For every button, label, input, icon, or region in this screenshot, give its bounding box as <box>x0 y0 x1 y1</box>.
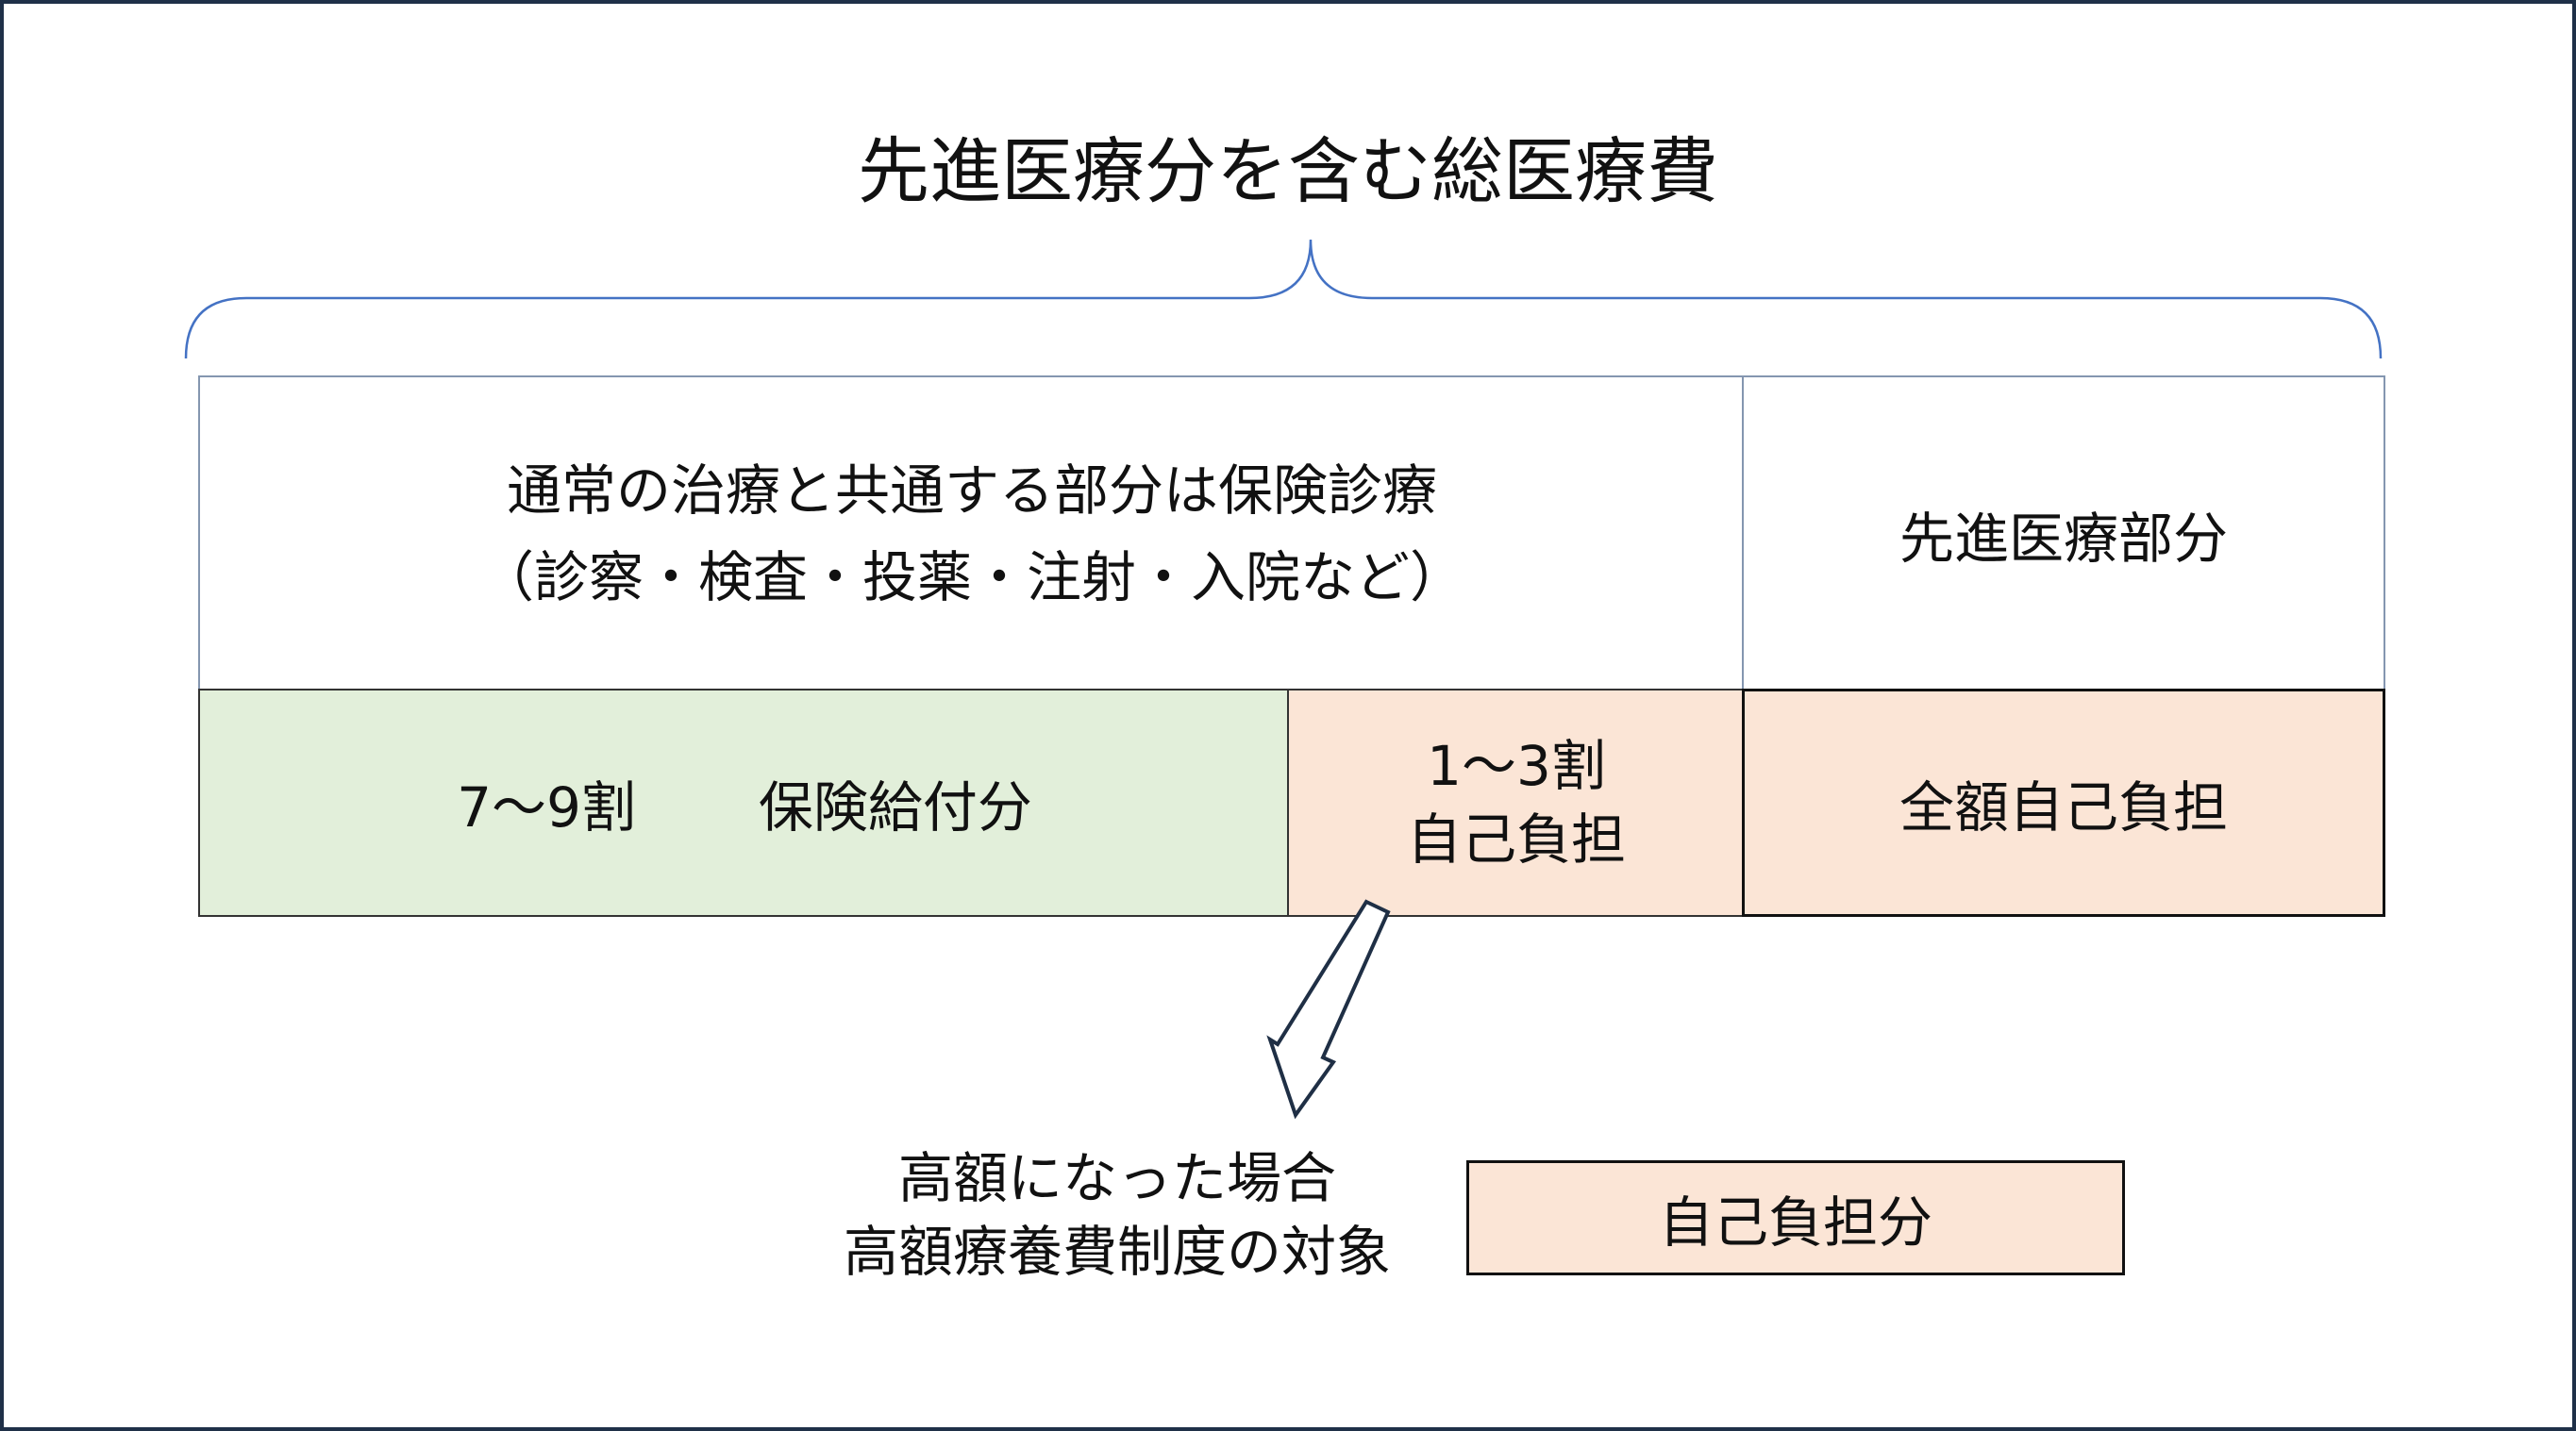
full-payment-label: 全額自己負担 <box>1899 775 2228 840</box>
brace-path <box>184 239 2383 359</box>
advanced-care-box: 先進医療部分 <box>1742 375 2385 692</box>
full-payment-box: 全額自己負担 <box>1742 689 2385 917</box>
advanced-care-label: 先進医療部分 <box>1899 507 2228 571</box>
high-cost-note-line1: 高額になった場合 <box>897 1146 1336 1210</box>
insurance-benefit-ratio: 7〜9割 <box>457 775 636 840</box>
diagram-title: 先進医療分を含む総医療費 <box>858 129 1718 213</box>
self-pay-label: 自己負担分 <box>1658 1190 1932 1255</box>
insured-care-box: 通常の治療と共通する部分は保険診療 （診察・検査・投薬・注射・入院など） <box>198 375 1746 692</box>
arrow-shape <box>1266 899 1391 1120</box>
insurance-benefit-label: 保険給付分 <box>758 775 1032 840</box>
curly-brace <box>184 239 2383 359</box>
insured-care-line2: （診察・検査・投薬・注射・入院など） <box>478 545 1464 609</box>
copayment-ratio: 1〜3割 <box>1427 734 1606 798</box>
high-cost-note-line2: 高額療養費制度の対象 <box>843 1220 1391 1284</box>
high-cost-note: 高額になった場合 高額療養費制度の対象 <box>787 1141 1447 1289</box>
self-pay-box: 自己負担分 <box>1466 1160 2125 1275</box>
copayment-box: 1〜3割 自己負担 <box>1287 689 1746 917</box>
copayment-label: 自己負担 <box>1406 807 1626 872</box>
insured-care-line1: 通常の治療と共通する部分は保険診療 <box>506 458 1437 523</box>
down-arrow-icon <box>1266 899 1391 1120</box>
insurance-benefit-box: 7〜9割 保険給付分 <box>198 689 1291 917</box>
